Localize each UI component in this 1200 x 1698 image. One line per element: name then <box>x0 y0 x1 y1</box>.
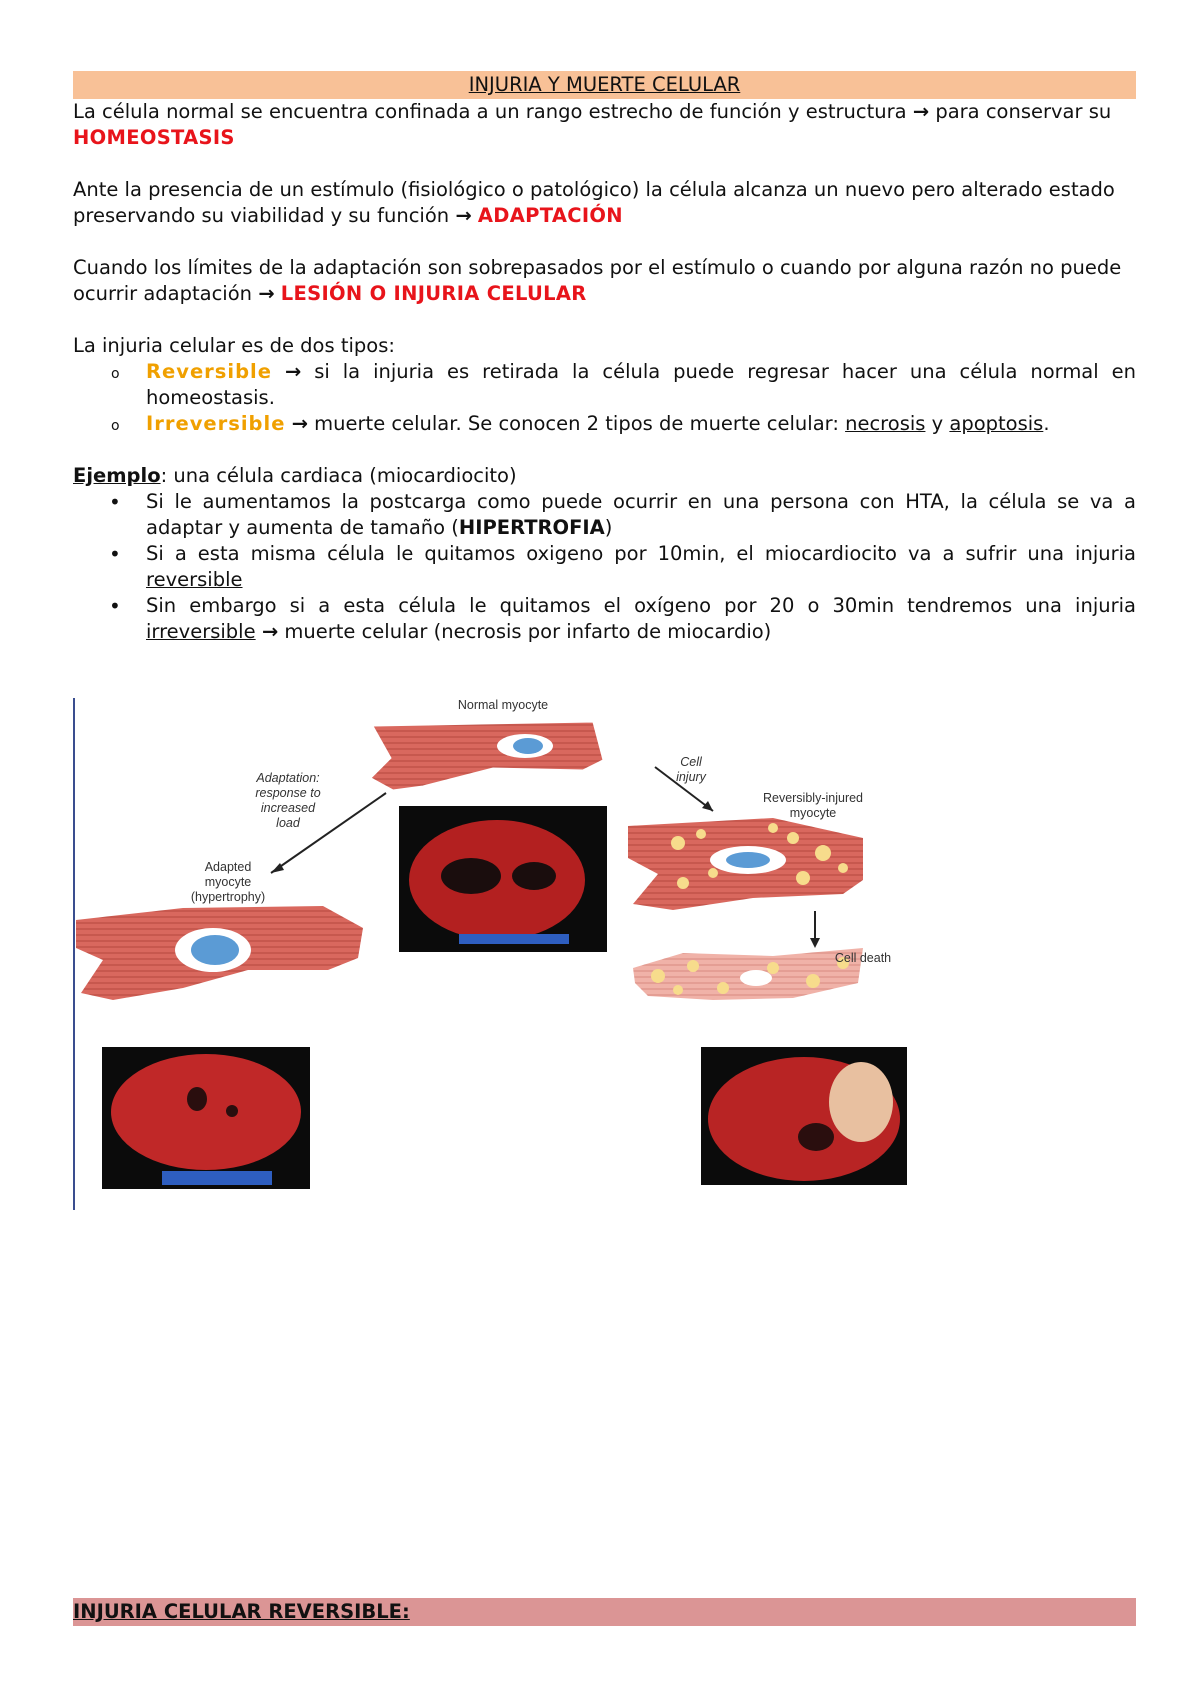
arrow-icon: → <box>284 360 302 383</box>
paragraph-injury: Cuando los límites de la adaptación son … <box>73 255 1136 307</box>
label-adaptation: Adaptation: response to increased load <box>255 771 321 830</box>
adaptation-arrow <box>270 792 387 874</box>
irreversible-term: Irreversible <box>146 412 286 435</box>
page-title: INJURIA Y MUERTE CELULAR <box>468 73 741 96</box>
p1-text2: para conservar su <box>929 100 1112 123</box>
heart-photo-normal <box>399 806 607 952</box>
paragraph-homeostasis: La célula normal se encuentra confinada … <box>73 99 1136 151</box>
myocyte-illustration <box>76 721 863 1000</box>
p3-text: Cuando los límites de la adaptación son … <box>73 256 1122 305</box>
period: . <box>1043 412 1050 435</box>
list-item-reversible: o Reversible → si la injuria es retirada … <box>73 359 1136 411</box>
bullet-marker: • <box>109 594 121 618</box>
arrow-icon: → <box>291 412 308 435</box>
b3-text2: muerte celular (necrosis por infarto de … <box>278 620 772 643</box>
label-cell-death: Cell death <box>834 951 892 965</box>
injury-term: LESIÓN O INJURIA CELULAR <box>280 282 587 305</box>
heart-photo-infarct <box>701 1047 907 1185</box>
necrosis-term: necrosis <box>845 412 926 435</box>
p1-text: La célula normal se encuentra confinada … <box>73 100 913 123</box>
reversible-underlined: reversible <box>146 568 243 591</box>
label-normal-myocyte: Normal myocyte <box>457 698 549 712</box>
types-intro: La injuria celular es de dos tipos: <box>73 334 395 357</box>
reversible-term: Reversible <box>146 360 272 383</box>
b1-text: Si le aumentamos la postcarga como puede… <box>146 490 1136 539</box>
list-item-hypertrophy: • Si le aumentamos la postcarga como pued… <box>73 489 1136 541</box>
title-banner: INJURIA Y MUERTE CELULAR <box>73 71 1136 99</box>
adaptation-term: ADAPTACIÓN <box>477 204 623 227</box>
irreversible-underlined: irreversible <box>146 620 256 643</box>
b3-text: Sin embargo si a esta célula le quitamos… <box>146 594 1136 617</box>
b2-text: Si a esta misma célula le quitamos oxige… <box>146 542 1136 565</box>
normal-myocyte <box>370 721 604 791</box>
paragraph-adaptation: Ante la presencia de un estímulo (fisiol… <box>73 177 1136 229</box>
example-label: Ejemplo <box>73 464 161 487</box>
conj-y: y <box>925 412 950 435</box>
example-heading: Ejemplo: una célula cardiaca (miocardioc… <box>73 463 1136 489</box>
injury-arrow <box>654 766 714 812</box>
arrow-icon: → <box>455 204 472 227</box>
section2-title: INJURIA CELULAR REVERSIBLE: <box>73 1600 410 1623</box>
section2-banner: INJURIA CELULAR REVERSIBLE: <box>73 1598 1136 1626</box>
b1-end: ) <box>604 516 613 539</box>
homeostasis-term: HOMEOSTASIS <box>73 126 235 149</box>
list-item-irreversible: o Irreversible → muerte celular. Se conoc… <box>73 411 1136 437</box>
heart-photo-hypertrophy <box>102 1047 310 1189</box>
figure-border <box>73 698 75 1210</box>
list-marker: o <box>111 418 120 434</box>
label-reversibly-injured: Reversibly-injured myocyte <box>762 791 864 820</box>
label-adapted-myocyte: Adapted myocyte (hypertrophy) <box>190 860 266 904</box>
bullet-marker: • <box>109 542 121 566</box>
list-item-irreversible-example: • Sin embargo si a esta célula le quitamo… <box>73 593 1136 645</box>
hipertrofia-term: HIPERTROFIA <box>458 516 605 539</box>
p2-text: Ante la presencia de un estímulo (fisiol… <box>73 178 1115 227</box>
apoptosis-term: apoptosis <box>949 412 1044 435</box>
example-text: : una célula cardiaca (miocardiocito) <box>160 464 517 487</box>
bullet-marker: • <box>109 490 121 514</box>
example-list: • Si le aumentamos la postcarga como pued… <box>73 489 1136 645</box>
list-marker: o <box>111 366 120 382</box>
label-cell-injury: Cell injury <box>676 755 706 784</box>
arrow-icon: → <box>261 620 279 643</box>
reversible-text: si la injuria es retirada la célula pued… <box>146 360 1136 409</box>
list-item-reversible-example: • Si a esta misma célula le quitamos oxig… <box>73 541 1136 593</box>
arrow-icon: → <box>258 282 275 305</box>
document-page: INJURIA Y MUERTE CELULAR La célula norma… <box>73 71 1136 645</box>
irreversible-text: muerte celular. Se conocen 2 tipos de mu… <box>307 412 846 435</box>
lipid-vacuoles <box>671 823 848 889</box>
injury-types-list: o Reversible → si la injuria es retirada … <box>73 359 1136 437</box>
myocyte-figure: Normal myocyte Adaptation: response to i… <box>73 698 943 1210</box>
arrow-icon: → <box>912 100 930 123</box>
